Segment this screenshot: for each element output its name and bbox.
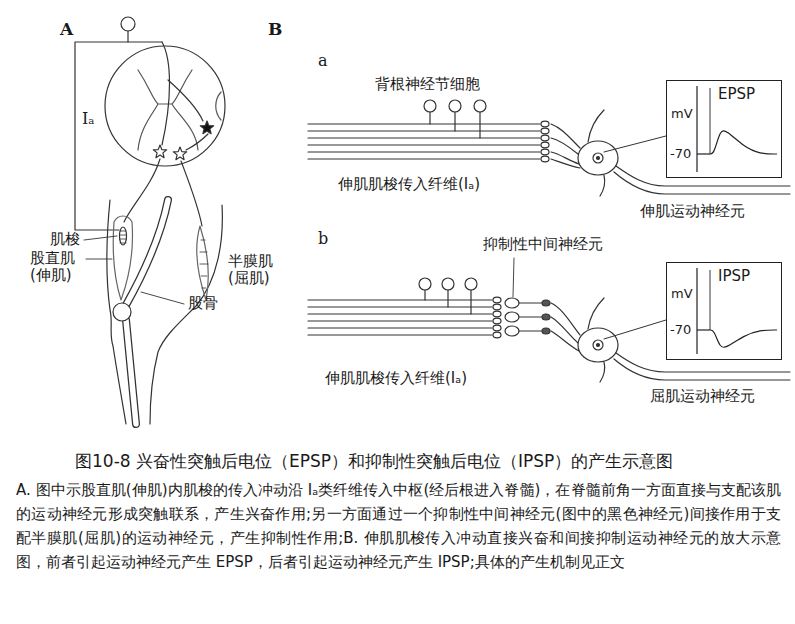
leader-line: [84, 236, 117, 240]
fiber-name: Iₐ: [82, 110, 95, 128]
axis-label: mV: [671, 287, 693, 301]
axis-label: -70: [670, 147, 691, 161]
axis-label: -70: [670, 323, 691, 337]
stimulus-artifact: [710, 88, 711, 154]
neuron-label: 屈肌运动神经元: [650, 388, 755, 405]
trace-label: EPSP: [718, 86, 755, 103]
leader-line: [86, 259, 112, 260]
axon: [614, 353, 790, 380]
inhibitory-interneuron: [200, 121, 213, 134]
afferent-fiber: [75, 42, 162, 230]
axis-label: mV: [671, 107, 693, 121]
spinal-cord: [105, 46, 225, 166]
part-label: 股骨: [188, 295, 218, 312]
rectus-femoris: [113, 216, 132, 300]
part-label: 半膜肌 (屈肌): [228, 253, 282, 288]
trace-baseline: [697, 329, 710, 330]
fiber-label: 伸肌肌梭传入纤维(Iₐ): [338, 176, 480, 193]
cell-label: 抑制性中间神经元: [483, 236, 603, 253]
panel-letter: B: [268, 20, 282, 40]
tibia: [126, 320, 136, 424]
fiber-label: 伸肌肌梭传入纤维(Iₐ): [325, 370, 467, 387]
motor-neuron: [153, 145, 166, 158]
trace-label: IPSP: [718, 268, 750, 285]
afferent-fibers: [308, 124, 540, 159]
trace-axis: [696, 268, 697, 354]
figure-title: 图10-8 兴奋性突触后电位（EPSP）和抑制性突触后电位（IPSP）的产生示意…: [75, 450, 785, 472]
stimulus-artifact: [710, 270, 711, 330]
trace-baseline: [697, 153, 710, 154]
axon: [614, 166, 790, 194]
recording-panel: EPSP mV -70: [666, 80, 782, 178]
leader-line: [513, 258, 514, 297]
semimembranosus: [197, 226, 209, 300]
microelectrode: [604, 320, 666, 339]
cell-label: 背根神经节细胞: [375, 76, 480, 93]
neuron-label: 伸肌运动神经元: [640, 203, 745, 220]
potential-trace: [710, 131, 777, 154]
motor-neuron-soma: [578, 141, 618, 175]
subpanel-letter: b: [318, 230, 328, 248]
afferent-fibers: [308, 300, 492, 335]
dorsal-root-ganglion: [121, 17, 135, 31]
motor-neuron-soma: [578, 328, 618, 362]
leader-line: [141, 292, 184, 304]
trace-axis: [696, 86, 697, 172]
potential-trace: [710, 330, 777, 347]
figure-caption: A. 图中示股直肌(伸肌)内肌梭的传入冲动沿 Iₐ类纤维传入中枢(经后根进入脊髓…: [16, 478, 781, 574]
subpanel-letter: a: [318, 52, 328, 70]
muscle-spindle: [120, 227, 127, 245]
part-label: 肌梭: [50, 231, 80, 248]
panel-letter: A: [60, 20, 73, 40]
part-label: 股直肌 (伸肌): [30, 250, 84, 285]
microelectrode: [604, 136, 666, 152]
motor-neuron: [173, 147, 186, 160]
recording-panel: IPSP mV -70: [666, 262, 782, 360]
